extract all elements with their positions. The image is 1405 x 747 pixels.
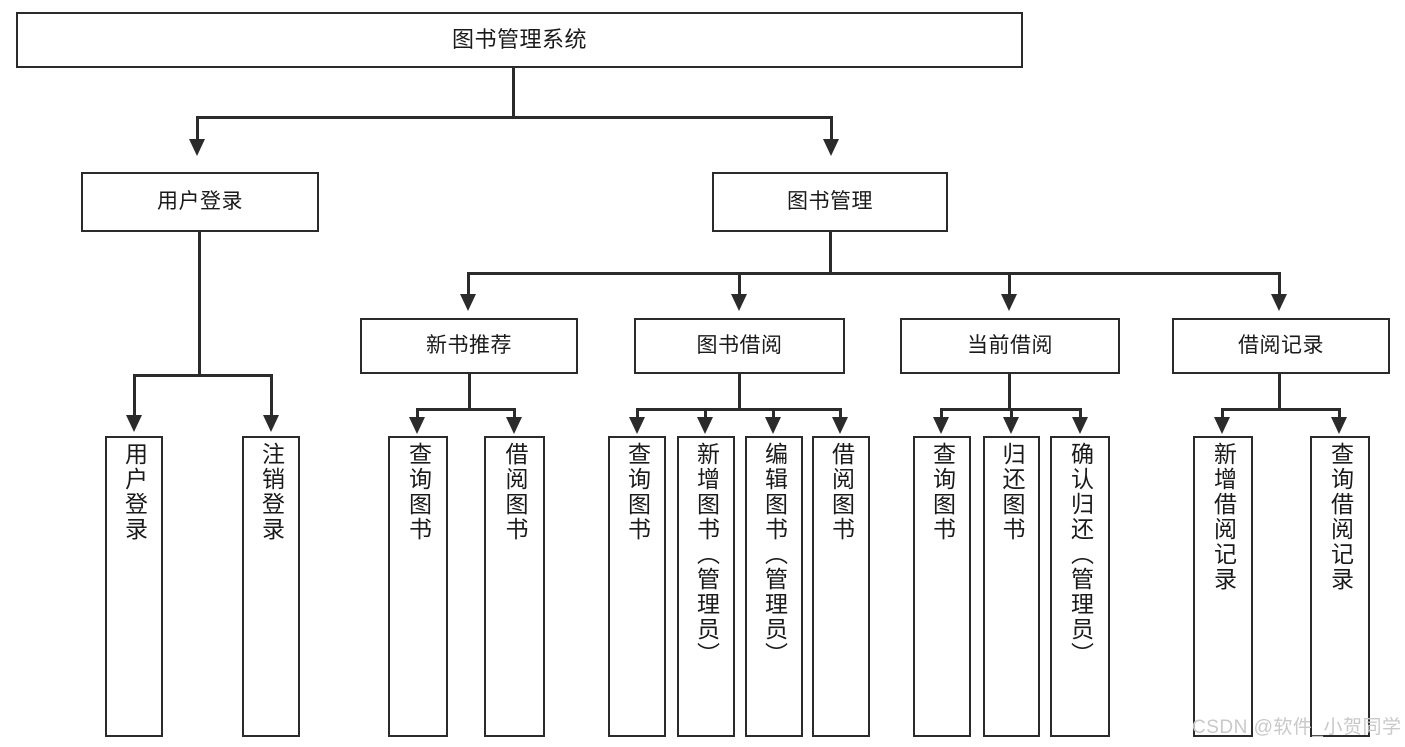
leaf-borrow-book-2[interactable]: 借阅图书 [812,436,870,737]
connector-to-borrow-record [1278,272,1281,298]
connector-bb-to-leaf-4 [839,408,842,421]
connector-nbr-to-leaf-2 [513,408,516,421]
connector-bb-to-leaf-2 [704,408,707,421]
connector-borrow-record-stem [1278,374,1281,410]
connector-root-bus [196,116,833,119]
connector-cb-to-leaf-3 [1079,408,1082,421]
connector-current-borrow-stem [1008,374,1011,410]
node-book-manage[interactable]: 图书管理 [712,172,948,232]
node-label: 新书推荐 [426,333,512,357]
node-label: 新增图书（管理员） [693,442,720,667]
arrow-to-new-book-recommend [460,294,476,311]
arrow-to-borrow-record [1271,294,1287,311]
connector-to-new-book-recommend [467,272,470,298]
arrow-bb-to-leaf-1 [629,417,645,434]
node-label: 查询借阅记录 [1327,442,1354,592]
connector-book-borrow-bus [636,408,841,411]
node-label: 图书借阅 [696,333,783,357]
node-label: 新增借阅记录 [1210,442,1237,592]
leaf-add-record[interactable]: 新增借阅记录 [1193,436,1253,737]
connector-root-stem [512,68,515,117]
arrow-user-login-to-leaf-1 [126,415,142,432]
node-user-login[interactable]: 用户登录 [81,172,319,232]
node-label: 当前借阅 [967,333,1053,357]
leaf-add-book[interactable]: 新增图书（管理员） [677,436,735,737]
connector-book-manage-bus [467,272,1281,275]
arrow-bb-to-leaf-4 [832,417,848,434]
leaf-query-record[interactable]: 查询借阅记录 [1310,436,1370,737]
arrow-cb-to-leaf-3 [1072,417,1088,434]
arrow-br-to-leaf-1 [1214,417,1230,434]
node-label: 借阅记录 [1238,333,1324,357]
node-label: 编辑图书（管理员） [761,442,788,667]
leaf-query-book-1[interactable]: 查询图书 [388,436,448,737]
node-label: 图书管理系统 [451,27,587,53]
node-label: 归还图书 [999,442,1025,542]
node-label: 注销登录 [258,442,285,542]
arrow-nbr-to-leaf-1 [409,417,425,434]
connector-nbr-to-leaf-1 [416,408,419,421]
connector-root-to-user-login [196,116,199,146]
node-label: 查询图书 [405,442,432,542]
connector-book-borrow-stem [738,374,741,410]
arrow-cb-to-leaf-1 [933,417,949,434]
leaf-query-book-3[interactable]: 查询图书 [913,436,971,737]
node-label: 借阅图书 [828,442,855,542]
node-label: 图书管理 [787,189,873,213]
connector-to-current-borrow [1008,272,1011,298]
arrow-to-current-borrow [1001,294,1017,311]
leaf-query-book-2[interactable]: 查询图书 [608,436,666,737]
leaf-return-book[interactable]: 归还图书 [983,436,1040,737]
node-label: 用户登录 [157,189,243,213]
leaf-user-login[interactable]: 用户登录 [105,436,163,737]
node-label: 确认归还（管理员） [1067,442,1094,667]
arrow-br-to-leaf-2 [1331,417,1347,434]
arrow-user-login-to-leaf-2 [263,415,279,432]
node-borrow-record[interactable]: 借阅记录 [1172,318,1390,374]
leaf-borrow-book-1[interactable]: 借阅图书 [484,436,545,737]
leaf-confirm-return[interactable]: 确认归还（管理员） [1050,436,1110,737]
connector-br-to-leaf-1 [1221,408,1224,421]
connector-user-login-stem [198,232,201,376]
node-new-book-recommend[interactable]: 新书推荐 [360,318,578,374]
node-book-borrow[interactable]: 图书借阅 [634,318,845,374]
connector-cb-to-leaf-2 [1010,408,1013,421]
node-current-borrow[interactable]: 当前借阅 [900,318,1120,374]
connector-to-book-borrow [738,272,741,298]
node-label: 用户登录 [121,442,148,542]
connector-book-manage-stem [829,232,832,274]
connector-root-to-book-manage [830,116,833,146]
arrow-to-book-borrow [731,294,747,311]
connector-new-book-recommend-stem [468,374,471,410]
arrow-cb-to-leaf-2 [1003,417,1019,434]
connector-user-login-to-leaf-1 [133,374,136,419]
leaf-edit-book[interactable]: 编辑图书（管理员） [745,436,803,737]
connector-borrow-record-bus [1221,408,1340,411]
node-label: 查询图书 [929,442,956,542]
connector-bb-to-leaf-1 [636,408,639,421]
connector-new-book-recommend-bus [416,408,516,411]
connector-cb-to-leaf-1 [940,408,943,421]
arrow-bb-to-leaf-2 [697,417,713,434]
node-label: 查询图书 [624,442,651,542]
connector-bb-to-leaf-3 [772,408,775,421]
node-label: 借阅图书 [502,442,528,542]
connector-user-login-bus [133,374,273,377]
arrow-nbr-to-leaf-2 [506,417,522,434]
arrow-bb-to-leaf-3 [765,417,781,434]
arrow-root-to-user-login [189,139,205,156]
connector-user-login-to-leaf-2 [270,374,273,419]
connector-br-to-leaf-2 [1338,408,1341,421]
leaf-logout[interactable]: 注销登录 [242,436,300,737]
node-root-system[interactable]: 图书管理系统 [16,12,1023,68]
arrow-root-to-book-manage [823,139,839,156]
